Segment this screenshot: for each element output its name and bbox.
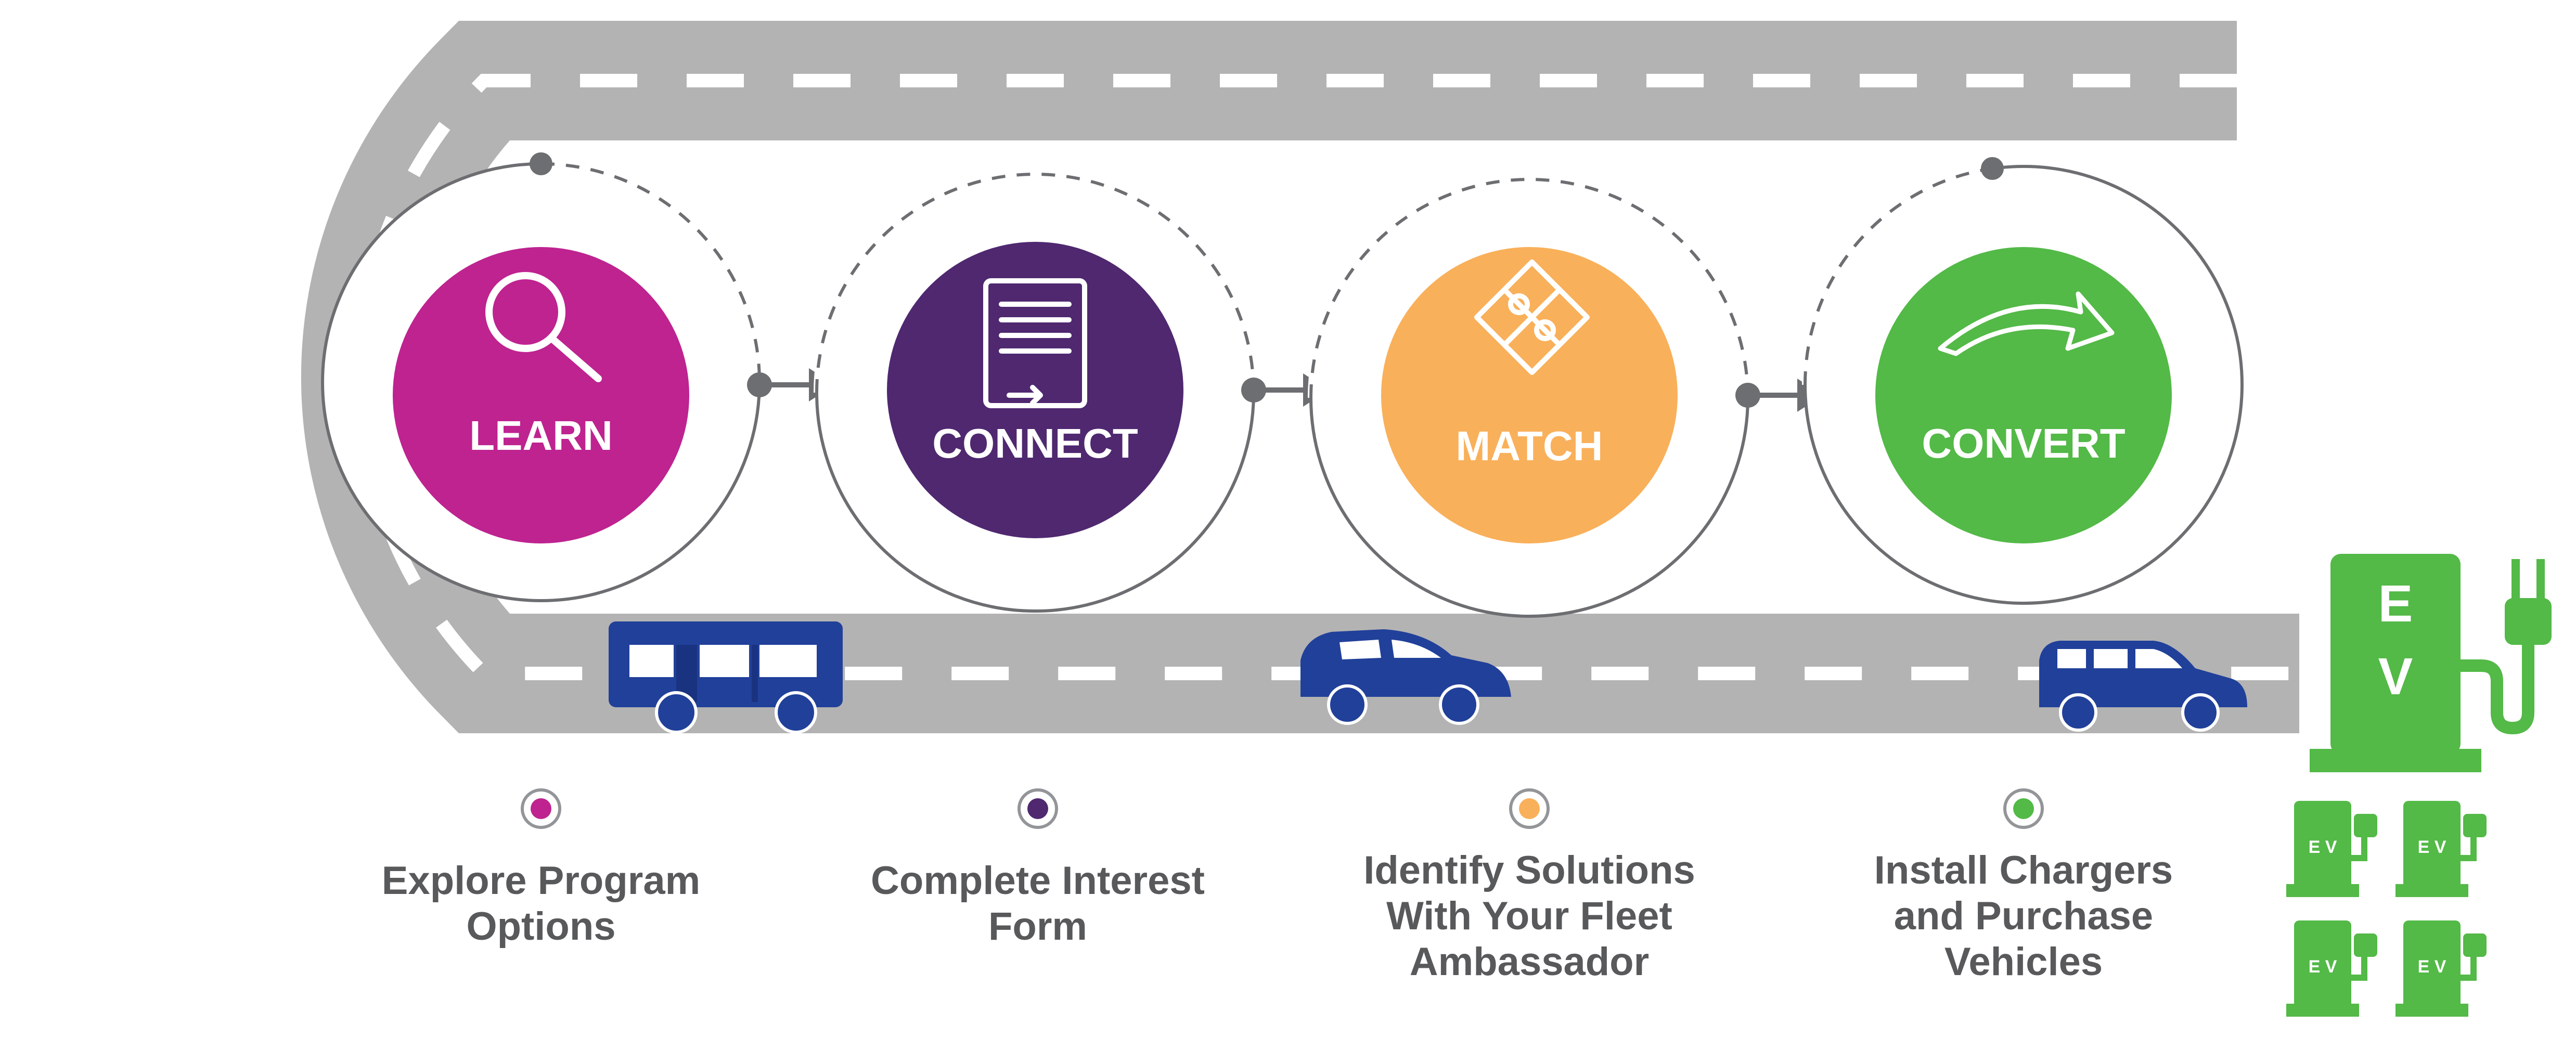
step-marker-match	[1509, 788, 1550, 829]
caption-convert: Install Chargers and Purchase Vehicles	[1789, 848, 2258, 985]
small-ev-charger-icon: E V	[2395, 920, 2487, 1017]
svg-text:E V: E V	[2309, 957, 2337, 977]
step-connect: CONNECT	[814, 171, 1257, 613]
car-icon	[1300, 629, 1511, 725]
step-learn: LEARN	[321, 152, 763, 602]
magnifier-icon	[485, 272, 602, 382]
caption-line: Options	[466, 904, 616, 949]
caption-line: Identify Solutions	[1363, 848, 1695, 892]
orbit-dashed-arc	[815, 173, 1255, 393]
caption-line: Explore Program	[381, 859, 701, 903]
caption-line: Vehicles	[1944, 940, 2103, 984]
learn-title: LEARN	[469, 412, 613, 459]
svg-text:E V: E V	[2418, 957, 2446, 977]
caption-match: Identify Solutions With Your Fleet Ambas…	[1295, 848, 1763, 985]
minivan-icon	[2039, 641, 2247, 732]
orbit-dashed-arc	[540, 162, 761, 383]
step-marker-convert	[2003, 788, 2044, 829]
orbit-dashed-arc	[1803, 167, 1993, 385]
connect-title: CONNECT	[932, 420, 1138, 466]
orbit-dot	[530, 152, 552, 175]
match-title: MATCH	[1456, 423, 1603, 469]
learn-disc	[393, 247, 689, 543]
step-convert: CONVERT	[1801, 157, 2244, 605]
bus-icon	[609, 621, 843, 734]
charger-label-top: E	[2378, 575, 2413, 633]
caption-line: Ambassador	[1409, 940, 1650, 984]
caption-connect: Complete Interest Form	[804, 858, 1272, 950]
convert-disc	[1875, 247, 2172, 543]
puzzle-icon	[1474, 259, 1590, 375]
caption-learn: Explore Program Options	[307, 858, 775, 950]
match-disc	[1381, 247, 1678, 543]
ev-charger-icon: E V	[2310, 554, 2552, 772]
small-ev-charger-icon: E V	[2395, 801, 2487, 897]
orbit-dashed-arc	[1309, 178, 1749, 398]
small-ev-charger-icon: E V	[2286, 801, 2377, 897]
convert-title: CONVERT	[1922, 420, 2125, 466]
caption-line: Install Chargers	[1874, 848, 2173, 892]
caption-line: and Purchase	[1894, 894, 2154, 938]
step-match: MATCH	[1308, 176, 1751, 618]
charger-label-bottom: V	[2378, 647, 2413, 706]
small-ev-charger-icon: E V	[2286, 920, 2377, 1017]
caption-line: Complete Interest	[871, 859, 1205, 903]
orbit-dot	[1981, 157, 2004, 180]
curved-arrow-icon	[1938, 291, 2115, 356]
step-marker-learn	[521, 788, 561, 829]
caption-line: Form	[988, 904, 1087, 949]
caption-line: With Your Fleet	[1386, 894, 1672, 938]
svg-text:E V: E V	[2309, 837, 2337, 857]
svg-text:E V: E V	[2418, 837, 2446, 857]
step-marker-connect	[1017, 788, 1058, 829]
form-document-icon	[983, 278, 1087, 408]
